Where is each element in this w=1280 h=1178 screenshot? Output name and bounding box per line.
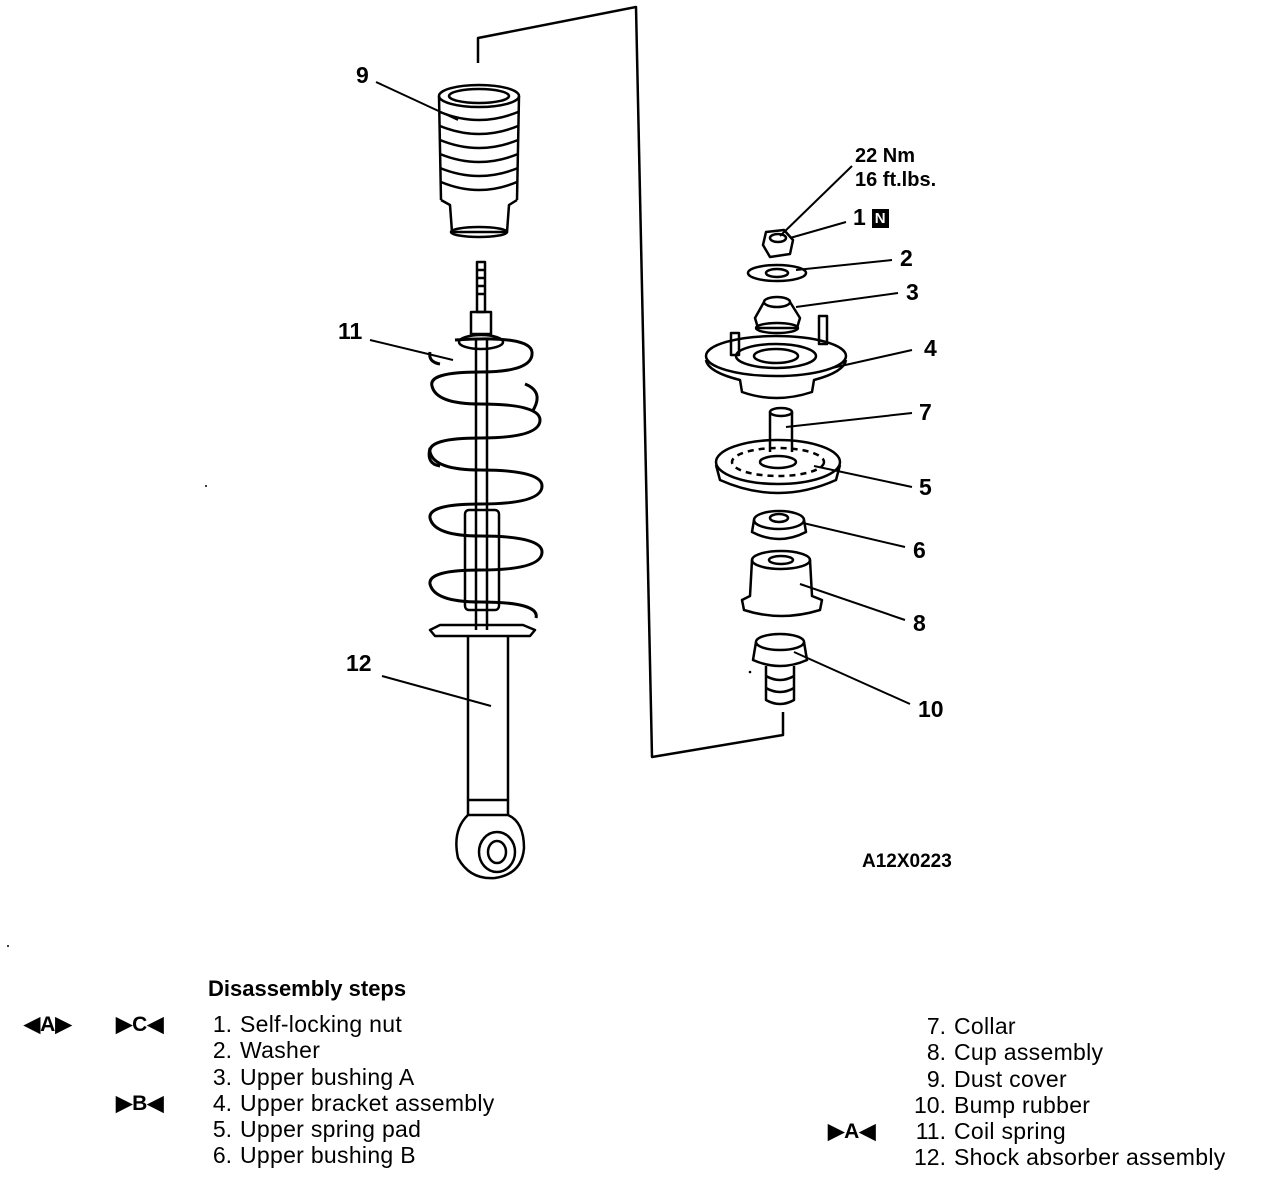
service-point-marker-a-install: ▶A◀ bbox=[828, 1120, 876, 1143]
shock-absorber-part bbox=[428, 260, 537, 880]
step-number: 2. bbox=[212, 1037, 232, 1063]
coil-spring-part bbox=[427, 337, 544, 619]
leader-lines bbox=[369, 81, 913, 707]
service-point-marker-c-install: ▶C◀ bbox=[116, 1013, 164, 1036]
step-number: 10. bbox=[914, 1092, 946, 1118]
cup-assembly-part bbox=[740, 549, 824, 618]
scan-specks bbox=[7, 485, 752, 947]
step-item: 8. Cup assembly bbox=[0, 1039, 1103, 1065]
callout-4: 4 bbox=[924, 335, 937, 361]
self-locking-nut-part bbox=[761, 228, 795, 259]
step-number: 3. bbox=[212, 1064, 232, 1090]
step-label: Upper spring pad bbox=[240, 1116, 422, 1142]
step-item: 2. Washer bbox=[0, 1037, 320, 1063]
upper-spring-pad-part bbox=[714, 438, 842, 495]
callout-12: 12 bbox=[346, 650, 372, 676]
step-item: 5. Upper spring pad bbox=[0, 1116, 421, 1142]
torque-ftlbs: 16 ft.lbs. bbox=[855, 169, 937, 191]
service-point-marker-b-install: ▶B◀ bbox=[116, 1092, 164, 1115]
callout-9: 9 bbox=[356, 62, 369, 88]
assembly-bracket-line bbox=[476, 5, 785, 759]
step-number: 6. bbox=[212, 1142, 232, 1168]
disassembly-steps-heading: Disassembly steps bbox=[208, 976, 407, 1001]
step-label: Coil spring bbox=[954, 1118, 1066, 1144]
step-number: 11. bbox=[915, 1118, 946, 1144]
callout-11: 11 bbox=[338, 318, 363, 344]
upper-bracket-assembly-part bbox=[704, 314, 848, 400]
step-number: 4. bbox=[212, 1090, 232, 1116]
step-number: 12. bbox=[914, 1144, 946, 1170]
step-number: 5. bbox=[212, 1116, 232, 1142]
upper-bushing-a-part bbox=[753, 295, 802, 335]
non-reusable-part-badge: N bbox=[871, 209, 889, 228]
step-label: Washer bbox=[240, 1037, 321, 1063]
callout-8: 8 bbox=[913, 610, 926, 636]
callout-2: 2 bbox=[900, 245, 913, 271]
step-item: 1. Self-locking nut bbox=[0, 1011, 402, 1037]
exploded-diagram bbox=[7, 5, 913, 947]
figure-code: A12X0223 bbox=[862, 851, 952, 872]
step-item: 6. Upper bushing B bbox=[0, 1142, 416, 1168]
step-label: Upper bracket assembly bbox=[240, 1090, 495, 1116]
step-item: 7. Collar bbox=[0, 1013, 1016, 1039]
torque-nm: 22 Nm bbox=[855, 145, 916, 167]
callout-6: 6 bbox=[913, 537, 926, 563]
step-label: Self-locking nut bbox=[240, 1011, 403, 1037]
upper-bushing-b-part bbox=[750, 509, 808, 541]
torque-spec: 22 Nm 16 ft.lbs. bbox=[855, 144, 936, 192]
step-label: Dust cover bbox=[954, 1066, 1067, 1092]
step-label: Shock absorber assembly bbox=[954, 1144, 1226, 1170]
callout-7: 7 bbox=[919, 399, 932, 425]
dust-cover-part bbox=[437, 83, 521, 239]
washer-part bbox=[746, 263, 808, 283]
step-label: Upper bushing B bbox=[240, 1142, 416, 1168]
step-number: 1. bbox=[212, 1011, 232, 1037]
step-item: 4. Upper bracket assembly bbox=[0, 1090, 495, 1116]
step-label: Collar bbox=[954, 1013, 1016, 1039]
callout-3: 3 bbox=[906, 279, 919, 305]
step-item: 11. Coil spring bbox=[0, 1118, 1066, 1144]
step-item: 12. Shock absorber assembly bbox=[0, 1144, 1226, 1170]
collar-part bbox=[768, 406, 794, 452]
step-item: 9. Dust cover bbox=[0, 1066, 1067, 1092]
service-point-marker-a-removal: ◀A▶ bbox=[24, 1013, 72, 1036]
step-item: 3. Upper bushing A bbox=[0, 1064, 415, 1090]
step-label: Cup assembly bbox=[954, 1039, 1104, 1065]
step-number: 7. bbox=[926, 1013, 946, 1039]
callout-1-number: 1 bbox=[853, 204, 866, 230]
step-item: 10. Bump rubber bbox=[0, 1092, 1090, 1118]
callout-5: 5 bbox=[919, 474, 932, 500]
step-label: Bump rubber bbox=[954, 1092, 1091, 1118]
step-number: 9. bbox=[926, 1066, 946, 1092]
bump-rubber-part bbox=[751, 632, 809, 706]
step-label: Upper bushing A bbox=[240, 1064, 415, 1090]
step-number: 8. bbox=[926, 1039, 946, 1065]
callout-10: 10 bbox=[918, 696, 944, 722]
